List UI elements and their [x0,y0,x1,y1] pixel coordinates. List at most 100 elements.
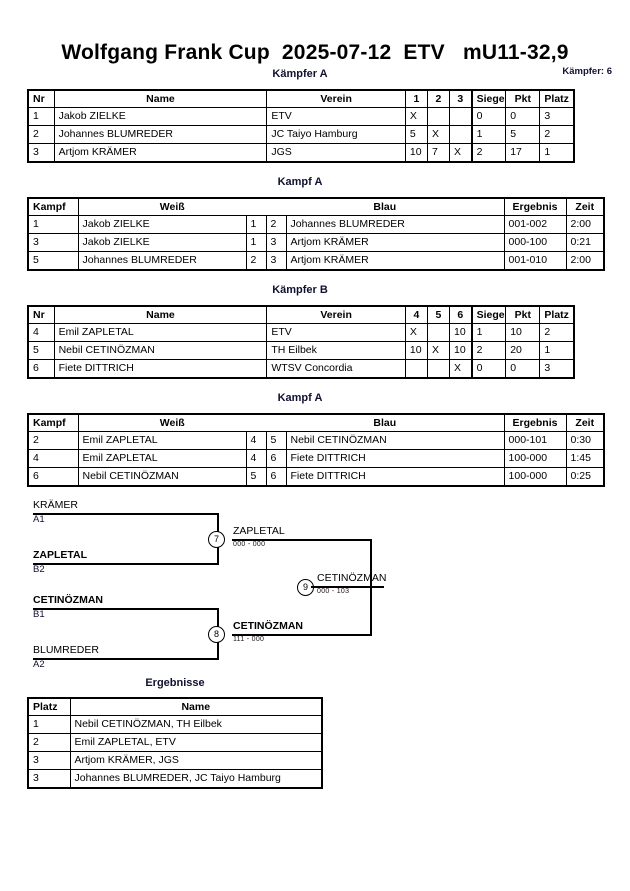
cell-ergebnis: 000-100 [503,233,567,252]
cell-pkt: 17 [505,143,541,163]
cell-platz: 3 [27,751,71,770]
cell-pkt: 20 [505,341,541,360]
bracket-entry-name: BLUMREDER [33,644,99,656]
bracket-champion-score: 000 - 103 [317,588,350,595]
bracket-diagram: KRÄMER A1 ZAPLETAL B2 7 ZAPLETAL 000 - 0… [0,495,630,670]
cell-weiss: Nebil CETINÖZMAN [77,467,247,487]
cell-name: Nebil CETINÖZMAN, TH Eilbek [69,715,323,734]
match-a-1-header-row: Kampf Weiß Blau Ergebnis Zeit [27,197,605,216]
table-row: 3 Artjom KRÄMER JGS 10 7 X 2 17 1 [27,143,575,163]
header-match-3: 3 [449,89,473,108]
bracket-entry-name: CETINÖZMAN [33,594,103,606]
cell-match-5 [426,323,451,342]
cell-platz: 2 [27,733,71,752]
cell-match-6: 10 [449,323,473,342]
header-match-5: 5 [426,305,451,324]
cell-siege: 0 [470,359,507,379]
bracket-entry-line [33,658,219,660]
cell-weiss-nr: 1 [245,233,267,252]
cell-name: Johannes BLUMREDER, JC Taiyo Hamburg [69,769,323,789]
cell-match-4 [404,359,428,379]
cell-weiss-nr: 2 [245,251,267,271]
cell-blau-nr: 5 [265,431,287,450]
cell-match-2 [426,107,451,126]
bracket-winner-line [232,539,372,541]
cell-pkt: 0 [505,107,541,126]
cell-match-5: X [426,341,451,360]
cell-name: Nebil CETINÖZMAN [53,341,268,360]
table-row: 4 Emil ZAPLETAL ETV X 10 1 10 2 [27,323,575,342]
cell-siege: 0 [470,107,507,126]
pool-a-header-row: Nr Name Verein 1 2 3 Siege Pkt Platz [27,89,575,108]
pool-b-header-row: Nr Name Verein 4 5 6 Siege Pkt Platz [27,305,575,324]
cell-match-1: 5 [404,125,428,144]
header-pkt: Pkt [505,89,541,108]
results-header-row: Platz Name [27,697,323,716]
table-row: 1 Nebil CETINÖZMAN, TH Eilbek [27,715,323,734]
cell-match-4: 10 [404,341,428,360]
bracket-entry-seed: A2 [33,659,45,670]
header-zeit: Zeit [565,413,605,432]
cell-match-6: 10 [449,341,473,360]
bracket-entry-line [33,513,219,515]
header-platz: Platz [27,697,71,716]
header-match-4: 4 [404,305,428,324]
bracket-entry-line [33,608,219,610]
header-kampf: Kampf [27,413,79,432]
header-weiss: Weiß [77,197,266,216]
cell-platz: 3 [539,359,575,379]
cell-siege: 2 [470,143,507,163]
cell-name: Artjom KRÄMER, JGS [69,751,323,770]
header-verein: Verein [266,89,406,108]
cell-name: Emil ZAPLETAL, ETV [69,733,323,752]
cell-platz: 3 [27,769,71,789]
header-nr: Nr [27,89,55,108]
cell-weiss: Emil ZAPLETAL [77,449,247,468]
cell-name: Jakob ZIELKE [53,107,268,126]
cell-match-3 [449,107,473,126]
cell-nr: 6 [27,359,55,379]
cell-weiss-nr: 1 [245,215,267,234]
header-weiss: Weiß [77,413,266,432]
header-blau: Blau [266,197,505,216]
header-siege: Siege [470,305,507,324]
header-ergebnis: Ergebnis [503,413,567,432]
cell-zeit: 2:00 [565,215,605,234]
cell-nr: 2 [27,125,55,144]
cell-weiss: Emil ZAPLETAL [77,431,247,450]
cell-zeit: 0:30 [565,431,605,450]
header-zeit: Zeit [565,197,605,216]
cell-blau: Johannes BLUMREDER [285,215,505,234]
cell-zeit: 0:25 [565,467,605,487]
fighter-count-label: Kämpfer: 6 [562,66,612,77]
cell-platz: 2 [539,125,575,144]
cell-match-2: X [426,125,451,144]
header-nr: Nr [27,305,55,324]
cell-kampf: 2 [27,431,79,450]
cell-verein: ETV [266,107,406,126]
cell-ergebnis: 001-010 [503,251,567,271]
header-match-1: 1 [404,89,428,108]
cell-blau-nr: 3 [265,233,287,252]
header-verein: Verein [266,305,406,324]
cell-ergebnis: 100-000 [503,449,567,468]
cell-match-3: X [449,143,473,163]
bracket-entry-name: ZAPLETAL [33,549,88,561]
cell-match-3 [449,125,473,144]
header-platz: Platz [539,305,575,324]
cell-nr: 4 [27,323,55,342]
cell-name: Johannes BLUMREDER [53,125,268,144]
match-table-a-1: Kampf Weiß Blau Ergebnis Zeit 1 Jakob ZI… [27,197,606,271]
cell-blau: Artjom KRÄMER [285,251,505,271]
header-name: Name [53,89,268,108]
match-a-2-header-row: Kampf Weiß Blau Ergebnis Zeit [27,413,605,432]
cell-verein: JC Taiyo Hamburg [266,125,406,144]
header-match-6: 6 [449,305,473,324]
table-row: 5 Johannes BLUMREDER 2 3 Artjom KRÄMER 0… [27,251,605,271]
cell-weiss-nr: 5 [245,467,267,487]
header-ergebnis: Ergebnis [503,197,567,216]
header-pkt: Pkt [505,305,541,324]
cell-weiss-nr: 4 [245,449,267,468]
cell-name: Fiete DITTRICH [53,359,268,379]
bracket-node-score: 111 - 000 [233,636,265,643]
